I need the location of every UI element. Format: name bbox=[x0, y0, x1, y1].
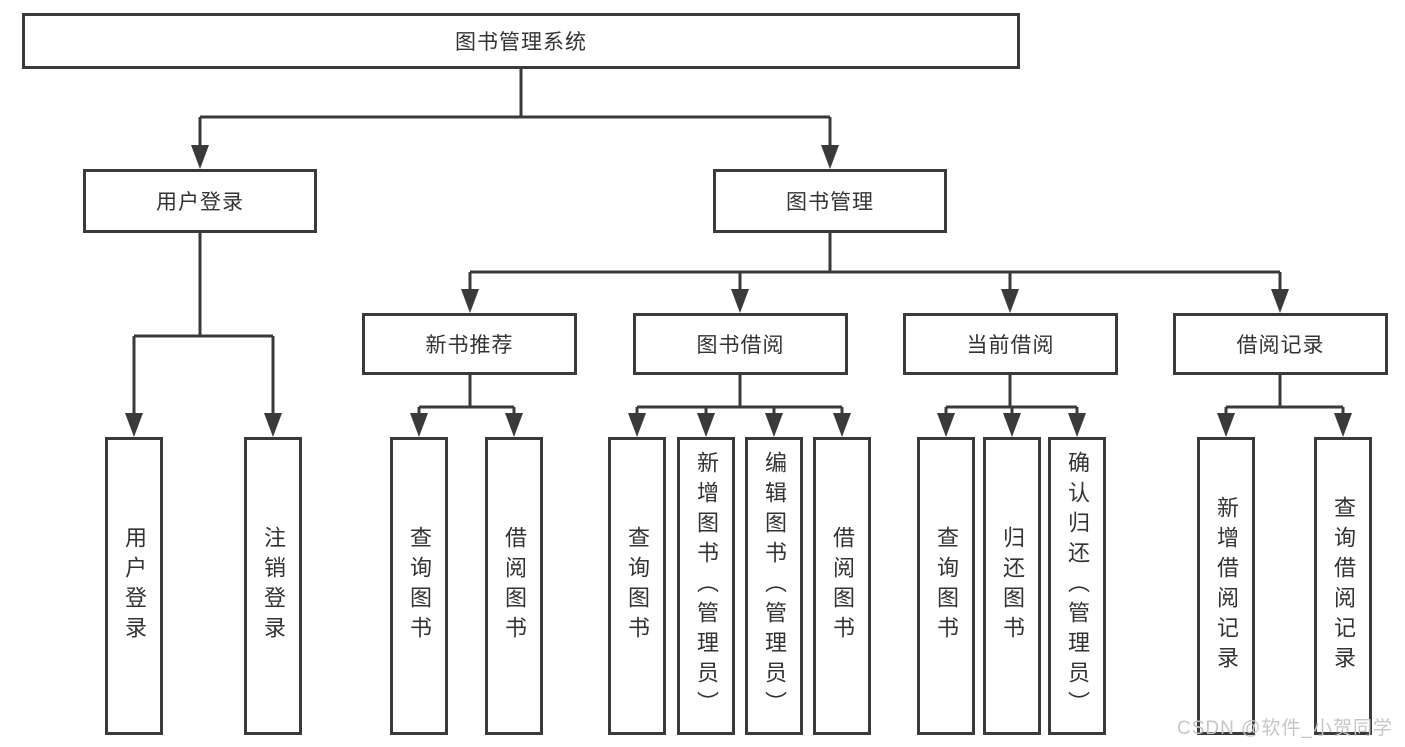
leaf-confirm-return-admin-label: 确认归还（管理员） bbox=[1065, 451, 1090, 721]
leaf-return-books-label: 归还图书 bbox=[1000, 526, 1025, 646]
leaf-return-books: 归还图书 bbox=[983, 437, 1041, 735]
node-current-borrowing-label: 当前借阅 bbox=[966, 334, 1055, 357]
leaf-user-login: 用户登录 bbox=[105, 437, 163, 735]
node-book-management: 图书管理 bbox=[713, 169, 947, 233]
leaf-add-books-admin-label: 新增图书（管理员） bbox=[694, 451, 719, 721]
leaf-edit-books-admin-label: 编辑图书（管理员） bbox=[762, 451, 787, 721]
leaf-add-borrow-record: 新增借阅记录 bbox=[1197, 437, 1255, 735]
leaf-edit-books-admin: 编辑图书（管理员） bbox=[745, 437, 803, 735]
leaf-query-books-current: 查询图书 bbox=[917, 437, 975, 735]
leaf-query-borrow-record: 查询借阅记录 bbox=[1314, 437, 1372, 735]
leaf-query-books-borrowing: 查询图书 bbox=[608, 437, 666, 735]
leaf-user-login-label: 用户登录 bbox=[122, 526, 147, 646]
leaf-query-books-current-label: 查询图书 bbox=[934, 526, 959, 646]
leaf-query-books-newbooks-label: 查询图书 bbox=[407, 526, 432, 646]
node-new-book-recommend-label: 新书推荐 bbox=[425, 334, 514, 357]
csdn-watermark: CSDN @软件_小贺同学 bbox=[1177, 718, 1393, 739]
node-root-label: 图书管理系统 bbox=[455, 31, 587, 54]
arrowheads bbox=[125, 145, 1352, 437]
leaf-confirm-return-admin: 确认归还（管理员） bbox=[1048, 437, 1106, 735]
leaf-borrow-books-borrowing: 借阅图书 bbox=[813, 437, 871, 735]
leaf-query-books-newbooks: 查询图书 bbox=[390, 437, 448, 735]
leaf-query-borrow-record-label: 查询借阅记录 bbox=[1331, 496, 1356, 676]
node-borrowing-records-label: 借阅记录 bbox=[1236, 334, 1325, 357]
node-book-borrowing: 图书借阅 bbox=[633, 313, 848, 375]
leaf-borrow-books-borrowing-label: 借阅图书 bbox=[830, 526, 855, 646]
node-user-login: 用户登录 bbox=[83, 169, 317, 233]
node-root-library-system: 图书管理系统 bbox=[22, 13, 1020, 69]
node-book-borrowing-label: 图书借阅 bbox=[696, 334, 785, 357]
node-book-management-label: 图书管理 bbox=[786, 191, 874, 214]
leaf-borrow-books-newbooks: 借阅图书 bbox=[485, 437, 543, 735]
node-user-login-label: 用户登录 bbox=[156, 191, 244, 214]
node-current-borrowing: 当前借阅 bbox=[903, 313, 1118, 375]
leaf-logout: 注销登录 bbox=[244, 437, 302, 735]
leaf-add-books-admin: 新增图书（管理员） bbox=[677, 437, 735, 735]
leaf-query-books-borrowing-label: 查询图书 bbox=[625, 526, 650, 646]
leaf-add-borrow-record-label: 新增借阅记录 bbox=[1214, 496, 1239, 676]
leaf-logout-label: 注销登录 bbox=[261, 526, 286, 646]
node-borrowing-records: 借阅记录 bbox=[1173, 313, 1388, 375]
node-new-book-recommend: 新书推荐 bbox=[362, 313, 577, 375]
leaf-borrow-books-newbooks-label: 借阅图书 bbox=[502, 526, 527, 646]
